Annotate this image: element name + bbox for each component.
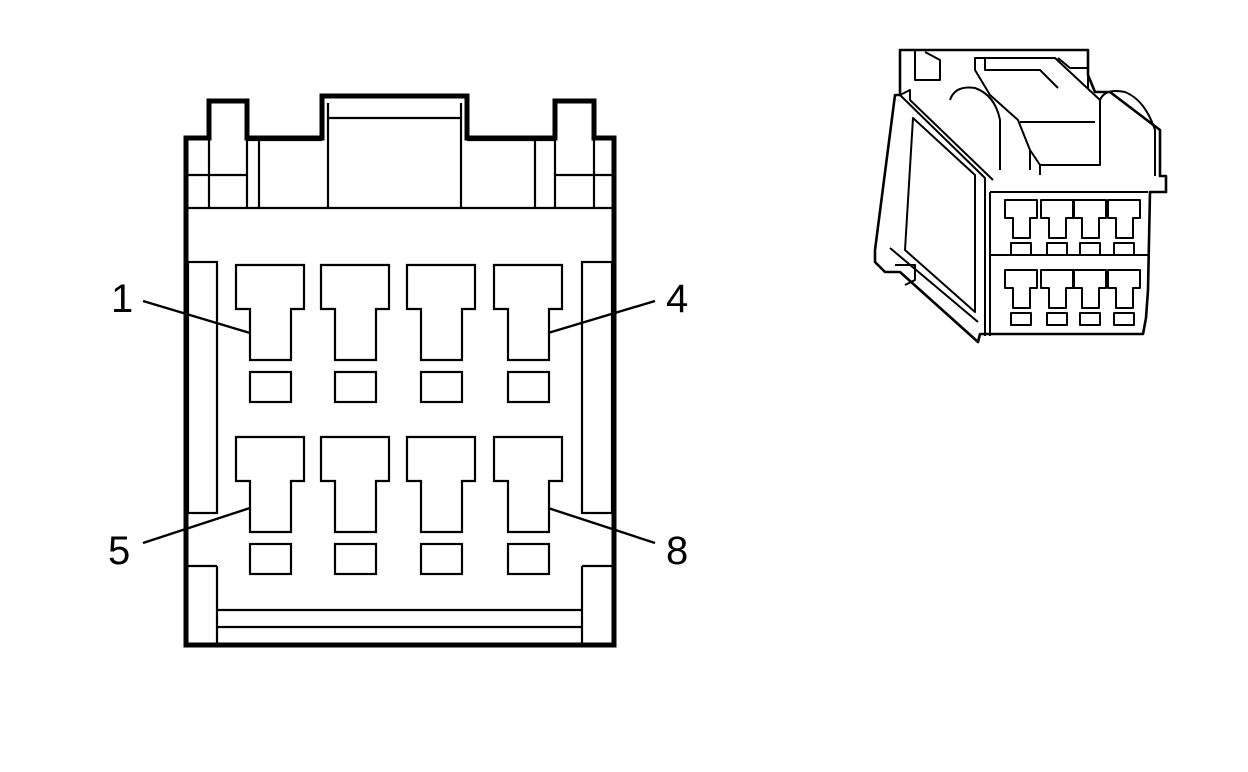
connector-isometric-view [873, 48, 1168, 344]
iso-body-outline [873, 48, 1168, 344]
pin-latch-window-1 [248, 370, 293, 404]
leader-pin-1 [142, 299, 251, 335]
iso-side-panel [899, 89, 994, 336]
iso-cavity-1 [1004, 199, 1038, 239]
iso-cavity-5 [1004, 269, 1038, 309]
iso-cavity-window-2 [1046, 242, 1068, 256]
leader-pin-5 [142, 506, 251, 545]
iso-cavity-window-1 [1010, 242, 1032, 256]
iso-cavity-3 [1073, 199, 1107, 239]
iso-cavity-window-7 [1079, 312, 1101, 326]
iso-cavity-window-8 [1113, 312, 1135, 326]
iso-cavities [1004, 199, 1141, 326]
housing-outline [183, 93, 617, 648]
pin-cavity-2 [319, 263, 391, 362]
iso-cavity-window-3 [1079, 242, 1101, 256]
pin-latch-window-4 [506, 370, 551, 404]
label-pin-4: 4 [666, 277, 688, 321]
connector-face-view: 1 4 5 8 [108, 93, 688, 648]
iso-cavity-window-4 [1113, 242, 1135, 256]
iso-cavity-8 [1107, 269, 1141, 309]
pin-cavity-6 [319, 435, 391, 534]
iso-cavity-window-6 [1046, 312, 1068, 326]
side-rails [186, 260, 614, 643]
pin-latch-window-2 [333, 370, 378, 404]
pin-cavities [234, 263, 564, 576]
pin-latch-window-5 [248, 542, 293, 576]
bottom-rib [217, 608, 582, 629]
pin-cavity-5 [234, 435, 306, 534]
pin-cavity-4 [492, 263, 564, 362]
top-latch-detail [186, 103, 614, 210]
pin-cavity-8 [492, 435, 564, 534]
pin-cavity-1 [234, 263, 306, 362]
iso-cavity-7 [1073, 269, 1107, 309]
pin-latch-window-3 [419, 370, 464, 404]
pin-latch-window-8 [506, 542, 551, 576]
pin-cavity-3 [405, 263, 477, 362]
leader-pin-4 [547, 299, 656, 335]
pin-labels: 1 4 5 8 [108, 277, 688, 573]
label-pin-1: 1 [111, 277, 133, 321]
leader-pin-8 [547, 506, 656, 545]
iso-cavity-4 [1107, 199, 1141, 239]
iso-latch [974, 57, 1101, 166]
iso-cavity-window-5 [1010, 312, 1032, 326]
pin-leaders [142, 299, 656, 545]
label-pin-8: 8 [666, 529, 688, 573]
pin-latch-window-6 [333, 542, 378, 576]
pin-latch-window-7 [419, 542, 464, 576]
pin-cavity-7 [405, 435, 477, 534]
label-pin-5: 5 [108, 529, 130, 573]
